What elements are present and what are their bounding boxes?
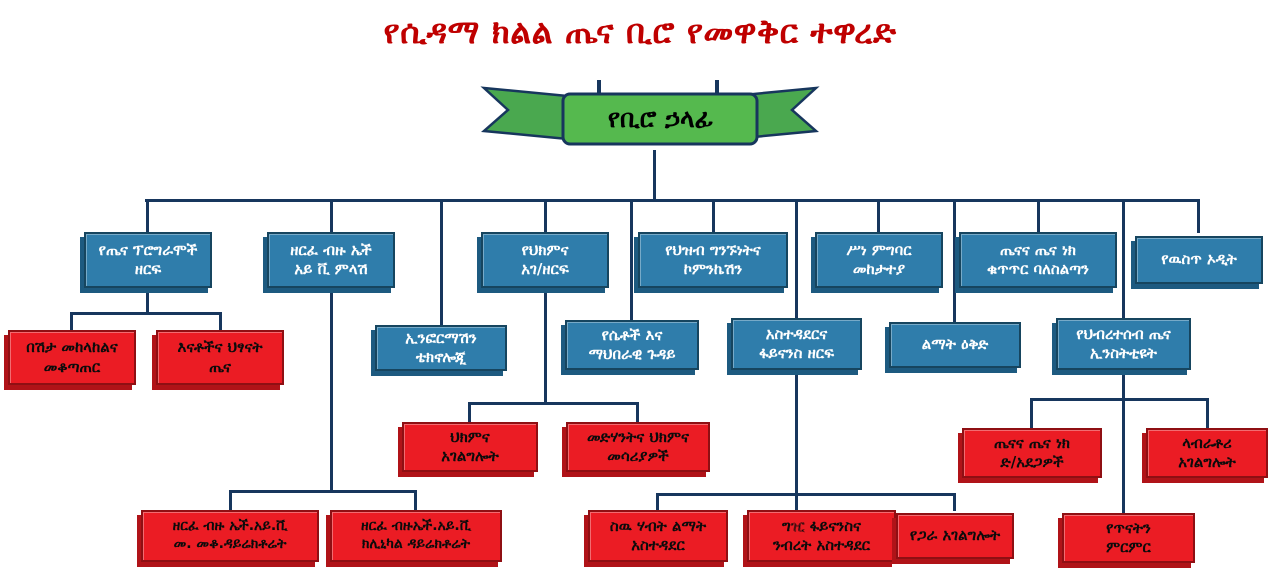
- org-box-label: ጤናና ጤና ነክ ድ/አደጋዎች: [993, 433, 1071, 471]
- org-box-medical-services-wing: የህክምና አገ/ዘርፍ: [481, 232, 609, 288]
- connector-line: [146, 286, 149, 314]
- connector-line: [468, 402, 639, 405]
- connector-line: [795, 368, 798, 511]
- org-box-label: ግዢ ፋይናንስና ንብረት አስተዳደር: [772, 516, 871, 554]
- org-box-label: የዉስጥ ኦዲት: [1161, 250, 1237, 269]
- org-box-multisector-hiv-response: ዘርፈ ብዙ ኤች አይ ቪ ምላሽ: [267, 232, 395, 288]
- connector-line: [653, 150, 656, 200]
- org-box-label: ላብራቶሪ አገልግሎት: [1178, 433, 1236, 471]
- connector-line: [795, 200, 798, 319]
- connector-line: [219, 312, 222, 332]
- org-box-medical-service: ህክምና አገልግሎት: [402, 422, 538, 472]
- connector-line: [636, 402, 639, 423]
- connector-line: [1206, 398, 1209, 429]
- connector-line: [229, 490, 417, 493]
- connector-line: [145, 199, 1200, 202]
- org-box-ethics-monitoring: ሥነ ምግባር መከታተያ: [815, 232, 943, 288]
- org-box-internal-audit: የዉስጥ ኦዲት: [1135, 236, 1263, 284]
- org-box-label: ዘርፈ ብዙ ኤች አይ ቪ ምላሽ: [290, 240, 372, 278]
- org-box-label: ልማት ዕቅድ: [921, 335, 989, 354]
- org-box-label: የጋራ አገልግሎት: [909, 526, 1001, 545]
- org-box-health-regulatory-authority: ጤናና ጤና ነክ ቁጥጥር ባለስልጣን: [959, 232, 1117, 288]
- org-box-health-programs-wing: የጤና ፕሮግራሞች ዘርፍ: [84, 232, 212, 288]
- org-box-label: ኢንፎርማሽን ቴክኖሎጂ: [405, 328, 477, 366]
- org-box-label: እናቶችና ህፃናት ጤና: [177, 338, 263, 376]
- ribbon-banner: [480, 80, 820, 146]
- org-box-shared-services: የጋራ አገልግሎት: [896, 513, 1014, 559]
- org-box-public-relations-communication: የህዝብ ግንኙነትና ኮምንኬሽን: [638, 232, 788, 288]
- org-box-label: የህብረተሰብ ጤና ኢንስትቲዩት: [1076, 324, 1171, 362]
- org-box-hiv-clinical-directorate: ዘርፈ ብዙኤች.አይ.ቪ ክሊኒካል ዳይሬክቶሬት: [330, 510, 502, 562]
- org-box-label: ስዉ ሃብት ልማት አስተዳደር: [609, 516, 707, 554]
- connector-line: [1122, 200, 1125, 319]
- connector-line: [1030, 398, 1033, 429]
- connector-line: [656, 493, 659, 511]
- connector-line: [440, 200, 443, 326]
- connector-line: [414, 490, 417, 511]
- connector-line: [229, 490, 232, 511]
- connector-line: [1030, 398, 1209, 401]
- connector-line: [1197, 200, 1200, 233]
- connector-line: [70, 312, 222, 315]
- org-box-human-resource-dev-admin: ስዉ ሃብት ልማት አስተዳደር: [588, 510, 728, 562]
- connector-line: [953, 493, 956, 511]
- org-box-procurement-finance-property: ግዢ ፋይናንስና ንብረት አስተዳደር: [747, 510, 896, 562]
- org-box-research-study: የጥናትን ምርምር: [1062, 513, 1195, 563]
- org-box-label: ዘርፈ ብዙኤች.አይ.ቪ ክሊኒካል ዳይሬክቶሬት: [361, 518, 471, 552]
- org-box-information-technology: ኢንፎርማሽን ቴክኖሎጂ: [375, 325, 507, 371]
- org-box-laboratory-service: ላብራቶሪ አገልግሎት: [1146, 428, 1268, 478]
- org-box-label: ጤናና ጤና ነክ ቁጥጥር ባለስልጣን: [987, 240, 1089, 278]
- org-box-medicines-medical-supplies: መድሃንትና ህክምና መሳሪያዎች: [566, 422, 710, 472]
- connector-line: [70, 312, 73, 332]
- connector-line: [630, 200, 633, 321]
- connector-line: [1037, 200, 1040, 233]
- org-box-label: የጤና ፕሮግራሞች ዘርፍ: [98, 240, 198, 278]
- connector-line: [953, 200, 956, 323]
- page-title: የሲዳማ ክልል ጤና ቢሮ የመዋቅር ተዋረድ: [383, 12, 897, 51]
- connector-line: [330, 286, 333, 492]
- org-box-admin-finance-wing: አስተዳደርና ፋይናንስ ዘርፍ: [731, 318, 862, 370]
- connector-line: [544, 286, 547, 404]
- org-box-label: አስተዳደርና ፋይናንስ ዘርፍ: [759, 324, 834, 362]
- ribbon-title: የቢሮ ኃላፊ: [607, 104, 714, 133]
- org-box-disease-prevention-control: በሽታ መከላከልና መቆጣጠር: [8, 330, 136, 385]
- connector-line: [544, 200, 547, 233]
- org-box-label: የሴቶች እና ማህበራዊ ጉዳይ: [588, 325, 676, 363]
- org-box-label: የጥናትን ምርምር: [1106, 518, 1151, 556]
- org-box-label: ህክምና አገልግሎት: [441, 427, 499, 465]
- connector-line: [656, 493, 956, 496]
- org-box-label: ሥነ ምግባር መከታተያ: [846, 240, 912, 278]
- org-box-public-health-institute: የህብረተሰብ ጤና ኢንስትቲዩት: [1056, 318, 1191, 370]
- org-box-health-emergencies: ጤናና ጤና ነክ ድ/አደጋዎች: [962, 428, 1102, 478]
- org-box-label: ዘርፈ ብዙ ኤች.አይ.ቪ መ. መቆ.ዳይሬክቶሬት: [172, 518, 288, 552]
- org-box-development-plan: ልማት ዕቅድ: [889, 322, 1021, 368]
- connector-line: [330, 200, 333, 233]
- org-box-maternal-child-health: እናቶችና ህፃናት ጤና: [156, 330, 284, 385]
- org-box-label: የህክምና አገ/ዘርፍ: [521, 240, 569, 278]
- org-box-label: በሽታ መከላከልና መቆጣጠር: [26, 338, 118, 376]
- org-box-label: የህዝብ ግንኙነትና ኮምንኬሽን: [665, 240, 761, 278]
- org-box-hiv-mainstreaming-directorate: ዘርፈ ብዙ ኤች.አይ.ቪ መ. መቆ.ዳይሬክቶሬት: [141, 510, 319, 562]
- org-box-women-social-affairs: የሴቶች እና ማህበራዊ ጉዳይ: [565, 320, 699, 370]
- connector-line: [1122, 368, 1125, 515]
- org-box-label: መድሃንትና ህክምና መሳሪያዎች: [587, 427, 689, 465]
- connector-line: [468, 402, 471, 423]
- connector-line: [146, 200, 149, 233]
- connector-line: [877, 200, 880, 233]
- connector-line: [712, 200, 715, 233]
